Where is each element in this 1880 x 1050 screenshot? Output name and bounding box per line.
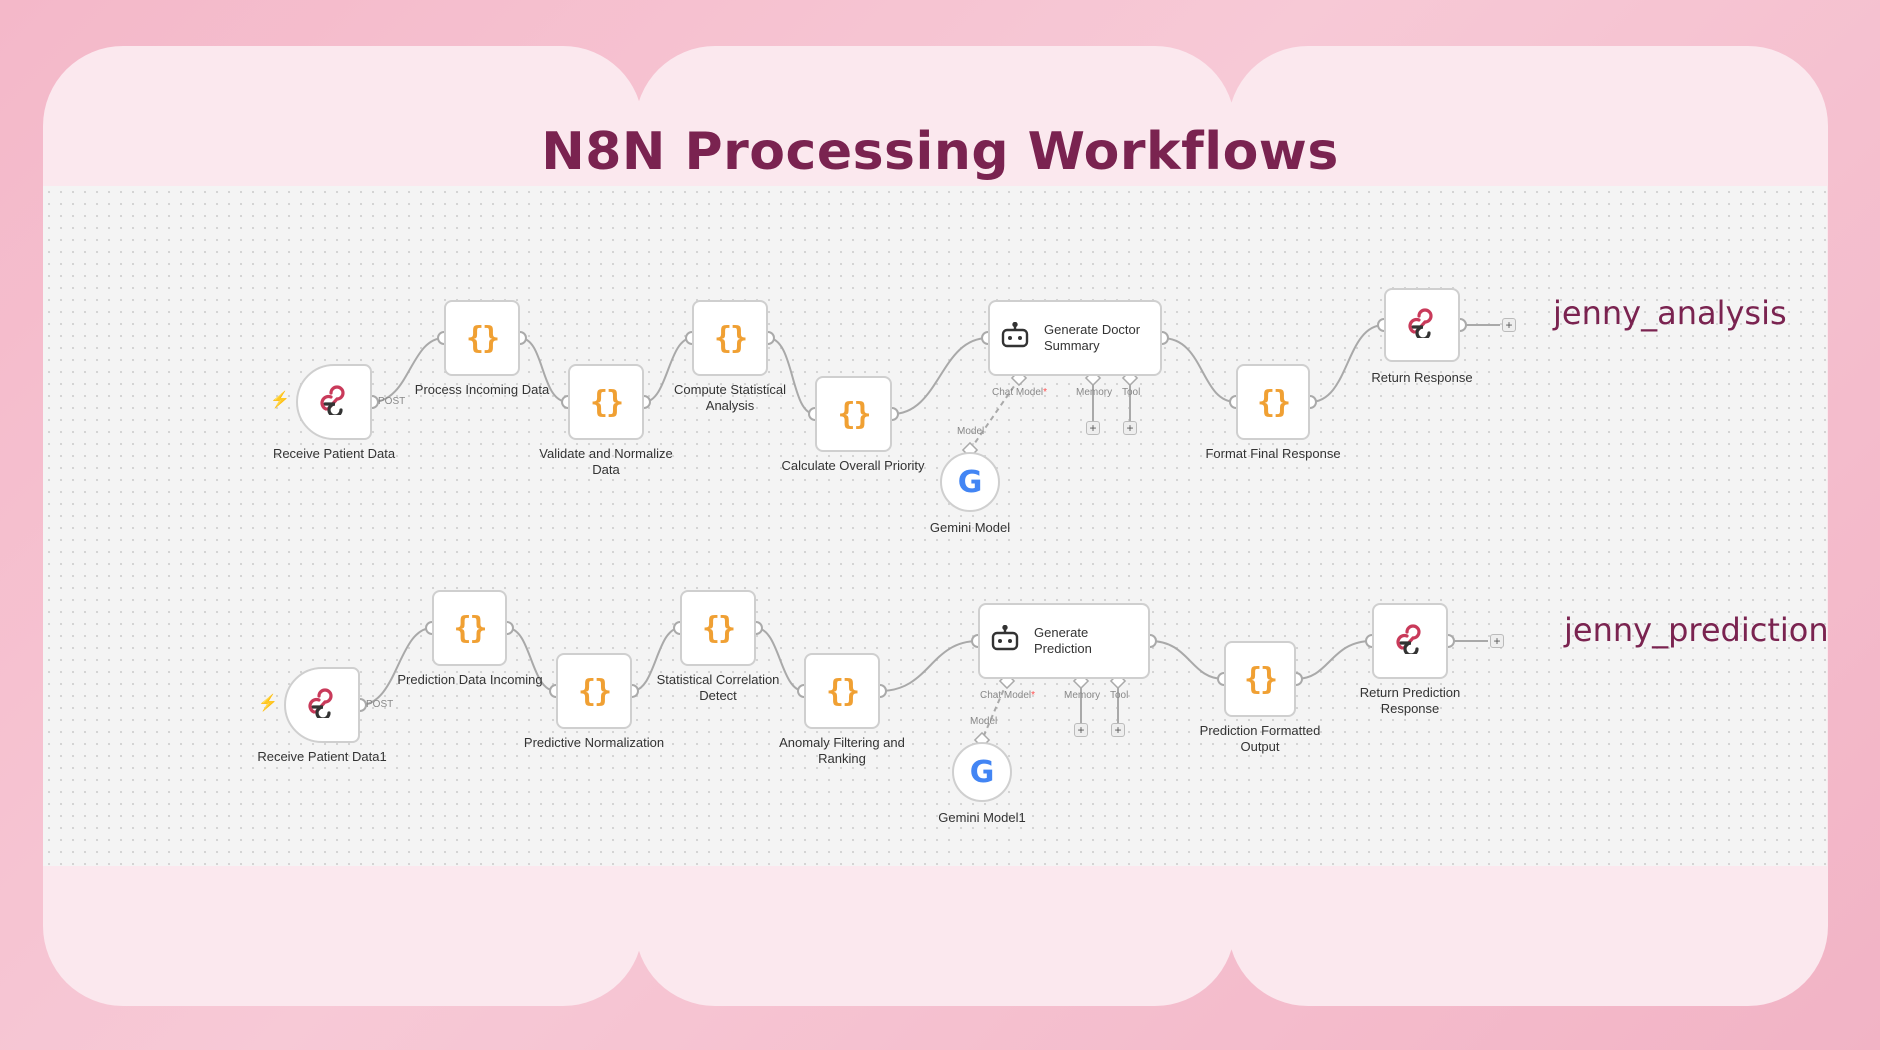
add-tool-button[interactable]: + (1123, 421, 1137, 435)
node-label: Receive Patient Data (272, 446, 396, 461)
add-memory-button[interactable]: + (1086, 421, 1100, 435)
google-icon: G (957, 464, 983, 500)
node-label: Gemini Model (929, 520, 1011, 535)
port-label-memory: Memory (1064, 690, 1101, 701)
code-node-process-incoming-data[interactable]: {} (444, 300, 520, 376)
code-node-predictive-normalization[interactable]: {} (556, 653, 632, 729)
add-tool-button[interactable]: + (1111, 723, 1125, 737)
post-method-label: POST (378, 396, 406, 407)
add-memory-button[interactable]: + (1074, 723, 1088, 737)
node-label: Compute Statistical Analysis (674, 382, 786, 413)
node-label: Return Prediction Response (1359, 685, 1461, 716)
robot-icon (1000, 321, 1030, 355)
node-label: Predictive Normalization (523, 735, 665, 750)
google-icon: G (969, 754, 995, 790)
code-node-prediction-formatted-output[interactable]: {} (1224, 641, 1296, 717)
port-label-tool: Tool (1122, 387, 1141, 398)
code-node-calculate-priority[interactable]: {} (815, 376, 892, 452)
add-node-button[interactable]: + (1490, 634, 1504, 648)
trigger-bolt-icon: ⚡ (270, 392, 290, 409)
code-node-prediction-data-incoming[interactable]: {} (432, 590, 507, 666)
code-icon: {} (837, 396, 871, 432)
code-node-statistical-correlation[interactable]: {} (680, 590, 756, 666)
port-label-tool: Tool (1110, 690, 1129, 701)
code-icon: {} (465, 320, 500, 356)
node-label: Receive Patient Data1 (257, 749, 387, 764)
webhook-icon (317, 384, 351, 420)
code-icon: {} (701, 610, 736, 646)
code-node-format-final-response[interactable]: {} (1236, 364, 1310, 440)
code-icon: {} (1256, 384, 1291, 420)
gemini-model-node[interactable]: G (940, 452, 1000, 512)
trigger-bolt-icon: ⚡ (258, 695, 278, 712)
code-node-anomaly-filtering[interactable]: {} (804, 653, 880, 729)
node-label: Prediction Data Incoming (397, 672, 543, 687)
webhook-node-receive-patient-data1[interactable] (284, 667, 360, 743)
port-label-model: Model (970, 716, 998, 727)
node-label: Gemini Model1 (938, 810, 1026, 825)
gemini-model1-node[interactable]: G (952, 742, 1012, 802)
node-label: Process Incoming Data (414, 382, 550, 397)
node-label: Validate and Normalize Data (539, 446, 673, 477)
post-method-label: POST (366, 699, 394, 710)
node-label: Prediction Formatted Output (1199, 723, 1321, 754)
workflow-name-prediction: jenny_prediction (1564, 611, 1829, 649)
agent-node-generate-doctor-summary[interactable]: Generate Doctor Summary (988, 300, 1162, 376)
port-label-model: Model (957, 426, 985, 437)
node-label: Return Response (1371, 370, 1473, 385)
webhook-icon (305, 687, 339, 723)
code-icon: {} (825, 673, 860, 709)
webhook-icon (1405, 307, 1439, 343)
code-icon: {} (577, 673, 612, 709)
code-node-compute-statistical[interactable]: {} (692, 300, 768, 376)
node-label: Format Final Response (1205, 446, 1341, 461)
code-icon: {} (453, 610, 487, 646)
robot-icon (990, 624, 1020, 658)
node-label: Generate Doctor Summary (1044, 322, 1141, 353)
code-icon: {} (1243, 661, 1278, 697)
node-label: Anomaly Filtering and Ranking (779, 735, 905, 766)
workflow-name-analysis: jenny_analysis (1553, 294, 1787, 332)
node-label: Generate Prediction (1034, 625, 1092, 656)
node-label: Calculate Overall Priority (781, 458, 925, 473)
port-label-memory: Memory (1076, 387, 1113, 398)
respond-node-return-response[interactable] (1384, 288, 1460, 362)
agent-node-generate-prediction[interactable]: Generate Prediction (978, 603, 1150, 679)
code-icon: {} (713, 320, 748, 356)
port-label-chat-model: Chat Model* (980, 690, 1036, 701)
code-icon: {} (589, 384, 624, 420)
respond-node-return-prediction-response[interactable] (1372, 603, 1448, 679)
code-node-validate-normalize[interactable]: {} (568, 364, 644, 440)
node-label: Statistical Correlation Detect (656, 672, 780, 703)
page-title: N8N Processing Workflows (541, 122, 1339, 182)
workflow-canvas[interactable] (43, 186, 1827, 866)
add-node-button[interactable]: + (1502, 318, 1516, 332)
webhook-icon (1393, 623, 1427, 659)
port-label-chat-model: Chat Model* (992, 387, 1048, 398)
webhook-node-receive-patient-data[interactable] (296, 364, 372, 440)
